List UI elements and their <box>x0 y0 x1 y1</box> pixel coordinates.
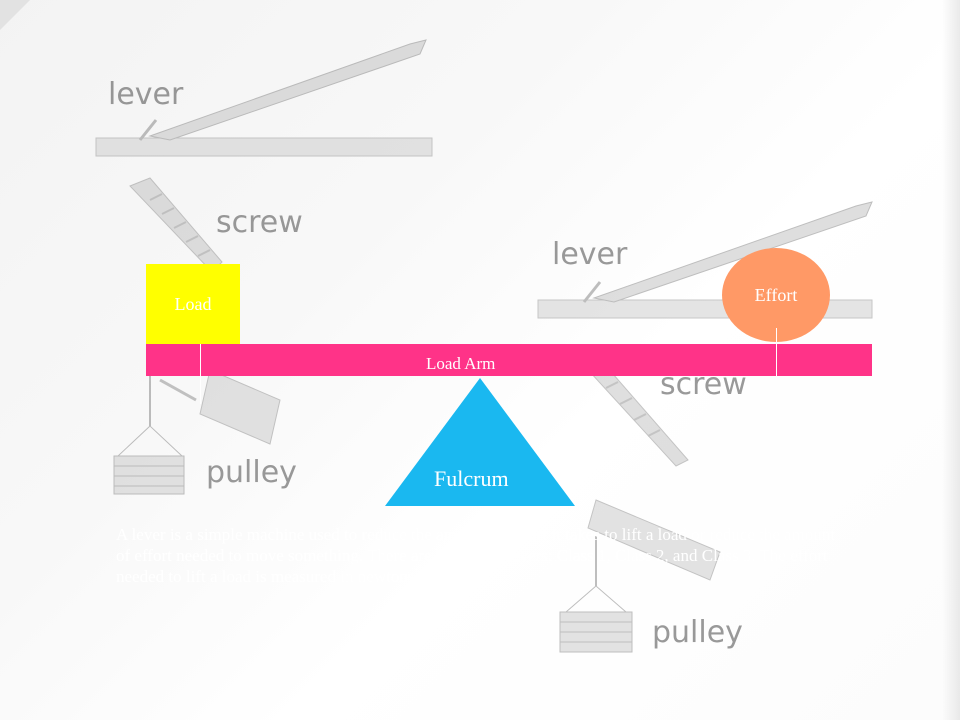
sketch-label-lever-right: lever <box>552 237 628 272</box>
load-box: Load <box>146 264 240 344</box>
description-text: A lever is a simple machine used to redu… <box>116 525 836 586</box>
effort-circle: Effort <box>722 248 830 342</box>
fulcrum-triangle <box>385 378 575 506</box>
lever-bar <box>146 344 872 376</box>
sketch-lever-top <box>95 39 433 157</box>
edge-shadow <box>942 0 960 720</box>
corner-fold <box>0 0 30 30</box>
sketch-screw-top <box>129 177 223 273</box>
sketch-label-pulley-left: pulley <box>206 455 297 490</box>
load-arm-label: Load Arm <box>426 354 496 373</box>
sketch-screwdriver-left <box>159 369 281 445</box>
sketch-label-lever-top: lever <box>108 77 184 112</box>
fulcrum-label: Fulcrum <box>434 466 509 491</box>
sketch-pulley-bottom <box>559 536 633 653</box>
sketch-label-screw-top: screw <box>216 205 303 240</box>
sketch-label-pulley-bottom: pulley <box>652 615 743 650</box>
effort-label: Effort <box>754 284 798 305</box>
load-marker-line <box>200 344 201 404</box>
effort-marker-line <box>776 328 777 376</box>
load-label: Load <box>174 293 212 314</box>
sketch-screwdriver-bottom <box>587 499 721 581</box>
sketch-pulley-left <box>113 376 185 495</box>
